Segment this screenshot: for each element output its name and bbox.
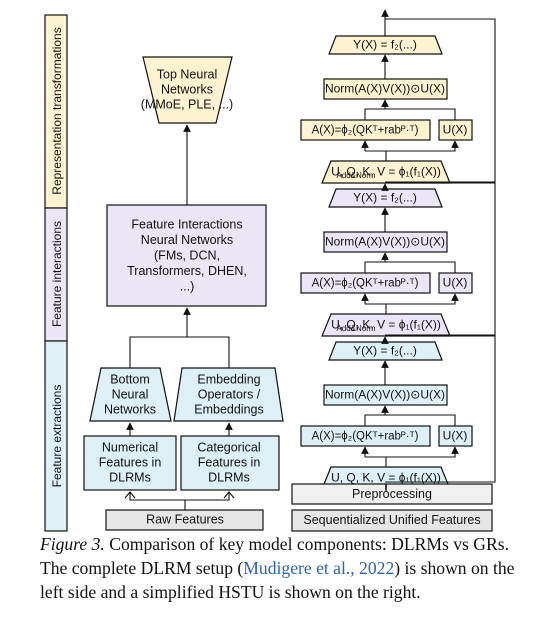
top-neural-networks-label-line-3: (MMoE, PLE, ...) (141, 97, 233, 111)
hstu-block-2-u-label: U(X) (443, 276, 468, 290)
label-feature-interactions: Feature interactions (50, 221, 64, 327)
caption-text-a: Comparison of key model components: DLRM… (40, 534, 509, 578)
sequentialized-features-box (291, 509, 493, 532)
label-representation-transformations: Representation transformations (50, 27, 64, 194)
embedding-operators-label-line-1: Embedding (197, 372, 260, 386)
feature-interactions-label-line-3: (FMs, DCN, (154, 248, 220, 262)
hstu-block-2-uqkv-label: U, Q, K, V = ϕ₁(f₁(X)) (331, 318, 441, 332)
feature-interactions-label-line-2: Neural Networks (141, 233, 233, 247)
hstu-block-2-y-box (328, 188, 443, 208)
hstu-block-3-y-box (328, 341, 443, 361)
caption-figure-number: Figure 3. (40, 534, 105, 554)
residual-loop-3 (385, 335, 496, 483)
categorical-features-label-line-2: Features in (198, 455, 261, 469)
hstu-block-3-u-label: U(X) (443, 429, 468, 443)
numerical-features-label-line-1: Numerical (102, 440, 158, 454)
feature-interactions-box (106, 204, 267, 307)
bottom-neural-networks-label-line-3: Networks (104, 402, 156, 416)
top-neural-networks-label-line-2: Networks (161, 82, 213, 96)
hstu-block-1-uqkv-label: U, Q, K, V = ϕ₁(f₁(X)) (331, 165, 441, 179)
hstu-block-1-u-label: U(X) (443, 123, 468, 137)
numerical-features-label-line-3: DLRMs (109, 470, 151, 484)
categorical-features-box (180, 435, 280, 491)
hstu-block-1-join-a-u (364, 108, 456, 120)
embedding-operators-label-line-2: Operators / (198, 387, 261, 401)
arrowhead-numerical (124, 491, 136, 499)
embedding-operators-label-line-3: Embeddings (194, 402, 264, 416)
hstu-block-2-join-a-u (364, 261, 456, 273)
bottom-neural-networks-box (89, 367, 172, 422)
split-raw-features (129, 492, 230, 501)
hstu-block-3-join-a-u (364, 414, 456, 426)
preprocessing-box (291, 483, 493, 505)
hstu-block-2-a-label: A(X)=ϕ₂(QKᵀ+rabᴾ·ᵀ) (312, 278, 419, 290)
hstu-block-3-norm-box (323, 384, 448, 406)
hstu-block-3-a-label: A(X)=ϕ₂(QKᵀ+rabᴾ·ᵀ) (312, 431, 419, 443)
numerical-features-label-line-2: Features in (99, 455, 162, 469)
embedding-operators-box (173, 367, 284, 422)
hstu-block-1-uqkv-to-u (385, 140, 459, 161)
hstu-block-3-y-label: Y(X) = f₂(...) (353, 344, 417, 358)
hstu-block-1-y-label: Y(X) = f₂(...) (353, 38, 417, 52)
feature-interactions-label-line-1: Feature Interactions (131, 217, 242, 231)
top-neural-networks-label-line-1: Top Neural (157, 67, 217, 81)
hstu-column: Y(X) = f₂(...) Norm(A(X)V(X))⊙U(X) A(X)=ϕ₂… (291, 9, 496, 532)
hstu-block-2-norm-box (323, 231, 448, 253)
join-bottom-embedding (129, 336, 230, 368)
band-extractions (44, 340, 68, 532)
hstu-block-3-norm-label: Norm(A(X)V(X))⊙U(X) (325, 388, 445, 402)
numerical-features-box (83, 435, 177, 491)
feature-interactions-label-line-4: Transformers, DHEN, (127, 264, 247, 278)
caption-text-b: ) is shown on the left side and a simpli… (40, 558, 515, 602)
arrowhead-categorical (223, 491, 235, 499)
figure-caption: Figure 3. Comparison of key model compon… (40, 532, 536, 604)
raw-features-label: Raw Features (146, 512, 224, 526)
caption-citation-link[interactable]: Mudigere et al., 2022 (243, 558, 395, 578)
hstu-block-3-uqkv-label: U, Q, K, V = ϕ₁(f₁(X)) (331, 471, 441, 485)
hstu-block-1-a-label: A(X)=ϕ₂(QKᵀ+rabᴾ·ᵀ) (312, 125, 419, 137)
add-norm-label-1: Add&Norm (336, 171, 375, 180)
hstu-block-2-uqkv-to-u (385, 293, 459, 314)
top-neural-networks-box (142, 56, 233, 124)
preprocessing-label: Preprocessing (352, 487, 432, 501)
add-norm-label-2: Add&Norm (336, 324, 375, 333)
hstu-block-2-y-label: Y(X) = f₂(...) (353, 191, 417, 205)
hstu-block-1-norm-label: Norm(A(X)V(X))⊙U(X) (325, 82, 445, 96)
sequentialized-features-label: Sequentialized Unified Features (303, 513, 480, 527)
hstu-block-2-norm-label: Norm(A(X)V(X))⊙U(X) (325, 235, 445, 249)
feature-interactions-label-line-5: ...) (180, 279, 195, 293)
categorical-features-label-line-3: DLRMs (208, 470, 250, 484)
hstu-block-1-norm-box (323, 78, 448, 100)
bottom-neural-networks-label-line-1: Bottom (110, 372, 150, 386)
label-feature-extractions: Feature extractions (50, 385, 64, 488)
residual-loop-2 (385, 182, 496, 336)
bottom-neural-networks-label-line-2: Neural (112, 387, 149, 401)
hstu-block-3-uqkv-to-u (385, 446, 459, 467)
hstu-block-1-y-box (328, 35, 443, 55)
residual-loop-1 (385, 18, 496, 183)
categorical-features-label-line-1: Categorical (197, 440, 260, 454)
